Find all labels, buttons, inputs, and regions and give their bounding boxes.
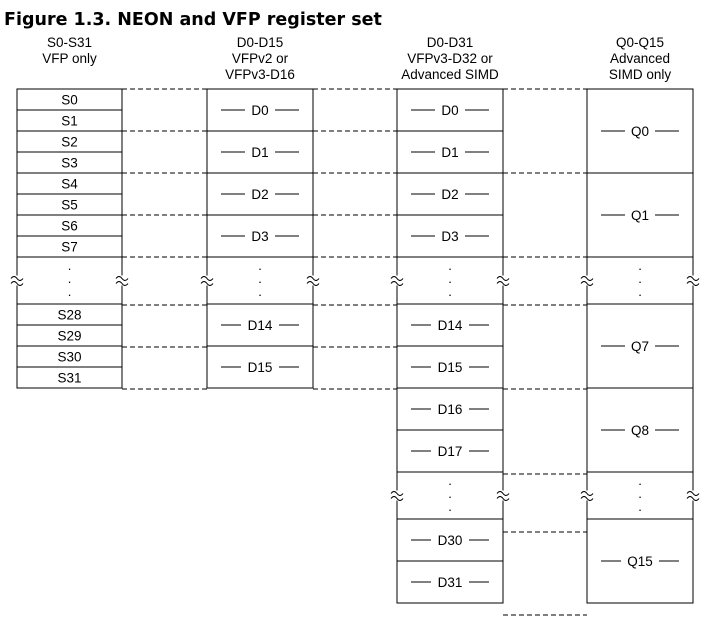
register-label-d17: D17 <box>438 444 463 459</box>
column-header-line: VFPv3-D32 or <box>407 51 493 66</box>
break-squiggle <box>10 276 24 281</box>
break-squiggle <box>496 491 510 496</box>
break-squiggle <box>686 496 700 501</box>
register-label-d16: D16 <box>438 402 463 417</box>
ellipsis-dot: . <box>258 284 262 299</box>
column-header-line: VFP only <box>42 51 97 66</box>
ellipsis-dot: . <box>638 473 642 488</box>
break-squiggle <box>580 276 594 281</box>
ellipsis-dot: . <box>258 271 262 286</box>
ellipsis-dot: . <box>638 284 642 299</box>
break-squiggle <box>390 276 404 281</box>
register-label-s31: S31 <box>57 371 81 386</box>
column-header-line: Q0-Q15 <box>616 35 664 50</box>
column-header-line: VFPv3-D16 <box>225 67 295 82</box>
register-label-s3: S3 <box>61 156 78 171</box>
register-label-d2: D2 <box>441 187 458 202</box>
break-squiggle <box>200 281 214 286</box>
register-label-s7: S7 <box>61 240 78 255</box>
register-label-s30: S30 <box>57 350 81 365</box>
break-squiggle <box>686 281 700 286</box>
ellipsis-dot: . <box>448 258 452 273</box>
break-squiggle <box>496 281 510 286</box>
break-squiggle <box>390 491 404 496</box>
register-cell <box>586 518 694 604</box>
register-label-q8: Q8 <box>631 423 649 438</box>
break-squiggle <box>306 281 320 286</box>
register-label-d0: D0 <box>251 103 268 118</box>
ellipsis-dot: . <box>68 271 72 286</box>
register-label-d31: D31 <box>438 575 463 590</box>
register-label-s1: S1 <box>61 114 78 129</box>
ellipsis-dot: . <box>638 486 642 501</box>
ellipsis-dot: . <box>448 473 452 488</box>
register-label-d15: D15 <box>248 360 273 375</box>
break-squiggle <box>200 276 214 281</box>
ellipsis-dot: . <box>448 271 452 286</box>
break-squiggle <box>115 276 129 281</box>
column-header-line: S0-S31 <box>47 35 92 50</box>
ellipsis-dot: . <box>638 499 642 514</box>
register-label-q0: Q0 <box>631 124 649 139</box>
register-label-q1: Q1 <box>631 208 649 223</box>
register-label-d0: D0 <box>441 103 458 118</box>
register-label-d1: D1 <box>251 145 268 160</box>
register-label-s29: S29 <box>57 329 81 344</box>
register-label-s28: S28 <box>57 308 81 323</box>
ellipsis-dot: . <box>68 258 72 273</box>
column-header-line: Advanced <box>610 51 670 66</box>
column-header-line: VFPv2 or <box>232 51 289 66</box>
column-header-line: D0-D15 <box>237 35 284 50</box>
column-header-line: D0-D31 <box>427 35 474 50</box>
break-squiggle <box>496 496 510 501</box>
figure-title: Figure 1.3. NEON and VFP register set <box>4 10 382 30</box>
register-label-s5: S5 <box>61 198 78 213</box>
register-cell <box>396 560 504 604</box>
register-label-d2: D2 <box>251 187 268 202</box>
register-cell <box>206 345 314 389</box>
break-squiggle <box>390 496 404 501</box>
register-label-d3: D3 <box>441 229 458 244</box>
register-label-s4: S4 <box>61 177 78 192</box>
break-squiggle <box>390 281 404 286</box>
ellipsis-dot: . <box>448 486 452 501</box>
alignment-dashed-lines <box>122 88 587 616</box>
ellipsis-dot: . <box>258 258 262 273</box>
register-label-d3: D3 <box>251 229 268 244</box>
register-label-q15: Q15 <box>627 554 653 569</box>
break-squiggle <box>115 281 129 286</box>
register-label-d30: D30 <box>438 533 463 548</box>
ellipsis-dot: . <box>68 284 72 299</box>
register-label-d14: D14 <box>438 318 463 333</box>
register-label-s0: S0 <box>61 93 78 108</box>
register-cell <box>16 366 123 389</box>
break-squiggle <box>686 276 700 281</box>
register-label-s6: S6 <box>61 219 78 234</box>
ellipsis-dot: . <box>638 271 642 286</box>
break-squiggle <box>496 276 510 281</box>
register-label-d1: D1 <box>441 145 458 160</box>
column-header-line: SIMD only <box>609 67 672 82</box>
break-squiggle <box>686 491 700 496</box>
ellipsis-dot: . <box>448 499 452 514</box>
break-squiggle <box>10 281 24 286</box>
break-squiggle <box>580 491 594 496</box>
register-label-d15: D15 <box>438 360 463 375</box>
register-label-s2: S2 <box>61 135 78 150</box>
ellipsis-dot: . <box>638 258 642 273</box>
column-header-line: Advanced SIMD <box>401 67 499 82</box>
register-label-d14: D14 <box>248 318 273 333</box>
break-squiggle <box>306 276 320 281</box>
break-squiggle <box>580 496 594 501</box>
register-label-q7: Q7 <box>631 339 649 354</box>
ellipsis-dot: . <box>448 284 452 299</box>
break-squiggle <box>580 281 594 286</box>
